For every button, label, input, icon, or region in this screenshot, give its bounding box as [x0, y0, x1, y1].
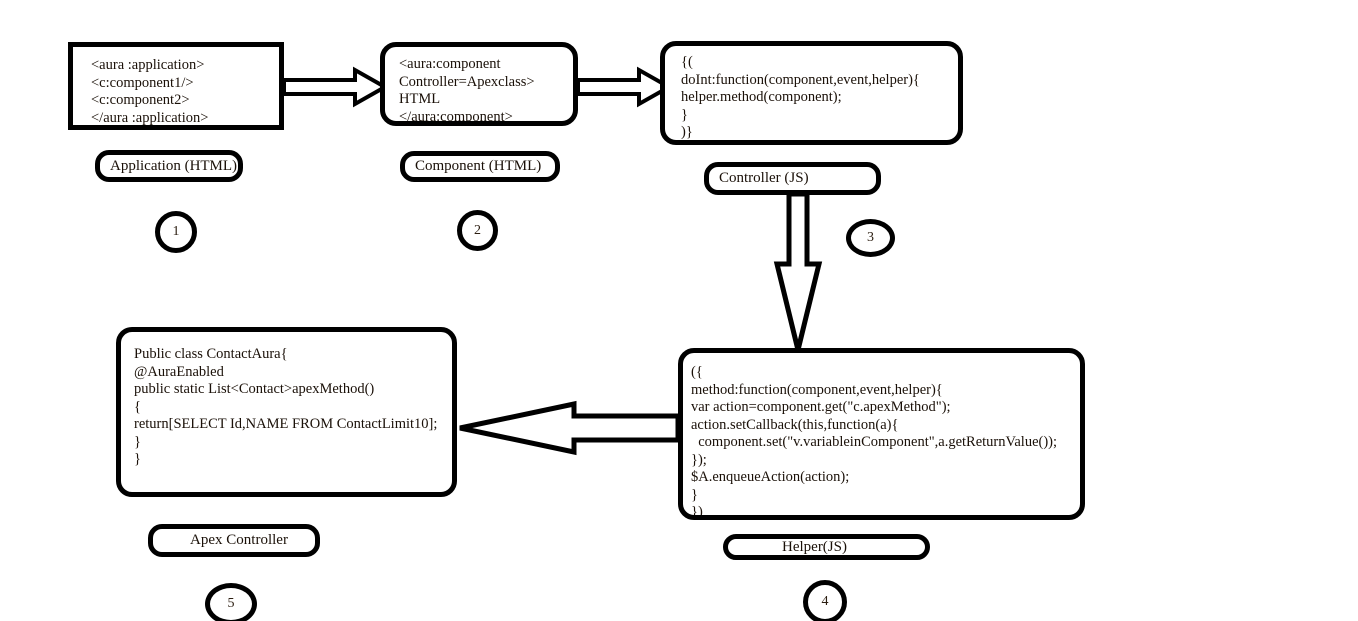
arrow-controller-to-helper	[773, 191, 823, 351]
component-number-text: 2	[474, 222, 481, 238]
component-label: Component (HTML)	[400, 151, 560, 182]
controller-label-text: Controller (JS)	[719, 170, 809, 186]
controller-number-text: 3	[867, 230, 874, 245]
helper-number-badge: 4	[803, 580, 847, 621]
arrow-component-to-controller	[576, 66, 674, 108]
controller-label: Controller (JS)	[704, 162, 881, 195]
application-label: Application (HTML)	[95, 150, 243, 182]
helper-label-text: Helper(JS)	[782, 538, 847, 555]
application-code-box: <aura :application> <c:component1/> <c:c…	[68, 42, 284, 130]
controller-code-box: {( doInt:function(component,event,helper…	[660, 41, 963, 145]
controller-number-badge: 3	[846, 219, 895, 257]
application-label-text: Application (HTML)	[110, 157, 238, 174]
apex-label-text: Apex Controller	[190, 532, 288, 548]
component-code-text: <aura:component Controller=Apexclass> HT…	[399, 56, 535, 125]
apex-number-badge: 5	[205, 583, 257, 621]
controller-code-text: {( doInt:function(component,event,helper…	[681, 54, 920, 140]
helper-label: Helper(JS)	[723, 534, 930, 560]
arrow-helper-to-apex	[459, 400, 681, 456]
application-number-badge: 1	[155, 211, 197, 253]
apex-code-text: Public class ContactAura{ @AuraEnabled p…	[134, 346, 438, 467]
component-number-badge: 2	[457, 210, 498, 251]
helper-code-text: ({ method:function(component,event,helpe…	[691, 364, 1058, 520]
helper-number-text: 4	[821, 594, 829, 609]
apex-number-text: 5	[227, 596, 235, 611]
component-label-text: Component (HTML)	[415, 158, 542, 174]
arrow-application-to-component	[282, 66, 390, 108]
application-number-text: 1	[172, 224, 180, 239]
apex-code-box: Public class ContactAura{ @AuraEnabled p…	[116, 327, 457, 497]
application-code-text: <aura :application> <c:component1/> <c:c…	[91, 57, 209, 126]
component-code-box: <aura:component Controller=Apexclass> HT…	[380, 42, 578, 126]
helper-code-box: ({ method:function(component,event,helpe…	[678, 348, 1085, 520]
apex-label: Apex Controller	[148, 524, 320, 557]
